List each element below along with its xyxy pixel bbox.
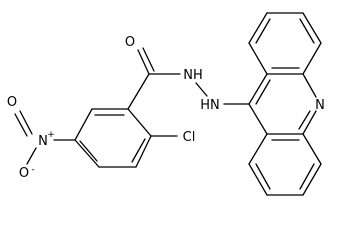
n-o-double-bond bbox=[19, 110, 33, 135]
hydrazine-hn-label: HN bbox=[200, 98, 220, 113]
atom-labels: O NH HN N Cl O N + O - bbox=[7, 35, 325, 181]
ring-double-bond bbox=[255, 163, 271, 190]
ring-bond bbox=[302, 163, 322, 196]
ring-bond bbox=[302, 73, 317, 98]
n-o-double-bond bbox=[14, 113, 28, 137]
ring-bond bbox=[248, 42, 268, 75]
nitro-nitrogen-label: N bbox=[38, 134, 48, 149]
ring-bond bbox=[248, 73, 268, 105]
ring-double-bond bbox=[255, 18, 271, 44]
n-o-single-bond bbox=[26, 147, 37, 165]
acridine-nitrogen-label: N bbox=[315, 98, 325, 113]
nitro-oxygen-charge: - bbox=[31, 165, 34, 175]
ring-bond bbox=[302, 110, 317, 135]
ring-double-bond bbox=[299, 18, 315, 44]
amide-group bbox=[127, 47, 250, 110]
ring-bond bbox=[248, 103, 268, 135]
acridine-central-ring bbox=[248, 73, 317, 135]
ring-double-bond bbox=[298, 110, 311, 130]
hydrazide-nh-label: NH bbox=[183, 68, 203, 83]
ring-bond bbox=[248, 133, 268, 165]
ring-bond bbox=[248, 12, 268, 44]
chemical-structure: O NH HN N Cl O N + O - bbox=[7, 12, 325, 196]
ring-double-bond bbox=[79, 140, 98, 162]
ring-bond bbox=[127, 108, 152, 137]
acridine-upper-ring bbox=[248, 12, 322, 75]
chloronitrophenyl-ring bbox=[74, 108, 152, 168]
hydrazine-n-n-bond bbox=[195, 82, 208, 97]
nitro-oxygen-top-label: O bbox=[7, 95, 17, 110]
ring-bond bbox=[74, 108, 93, 141]
ring-double-bond bbox=[255, 79, 271, 105]
nitro-group bbox=[14, 110, 76, 165]
ring-double-bond bbox=[299, 163, 315, 190]
carbonyl-double-bond bbox=[137, 49, 150, 75]
acridine-lower-ring bbox=[248, 133, 322, 196]
carbonyl-oxygen-label: O bbox=[125, 35, 135, 50]
ring-bond bbox=[74, 139, 100, 168]
structure-canvas: O NH HN N Cl O N + O - bbox=[7, 12, 325, 196]
ring-bond bbox=[248, 163, 268, 196]
ring-bond bbox=[302, 133, 322, 165]
ring-bond bbox=[135, 135, 152, 168]
nitro-oxygen-bottom-label: O bbox=[19, 166, 29, 181]
carbonyl-double-bond bbox=[142, 47, 155, 72]
ring-double-bond bbox=[131, 138, 146, 163]
nitro-nitrogen-charge: + bbox=[47, 130, 55, 140]
aryl-carbonyl-bond bbox=[127, 73, 150, 110]
ring-bond bbox=[302, 12, 322, 44]
ring-bond bbox=[302, 42, 322, 75]
chlorine-label: Cl bbox=[183, 130, 196, 145]
